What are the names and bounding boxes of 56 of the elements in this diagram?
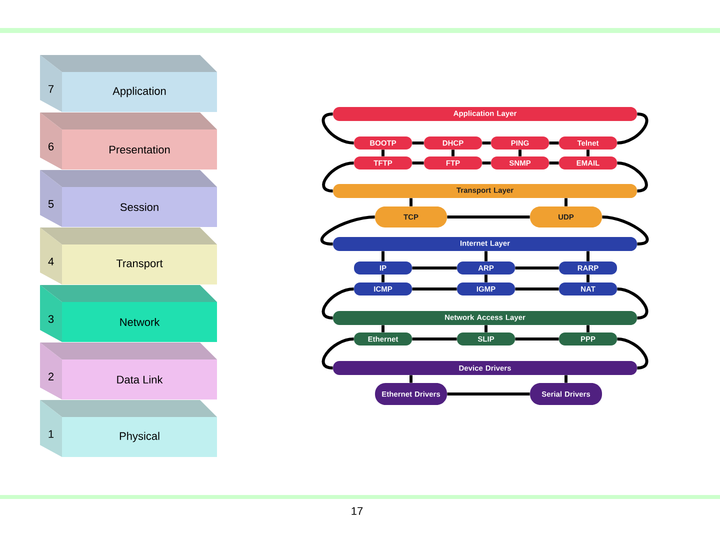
connector-line <box>382 150 384 156</box>
connector-line <box>322 338 354 370</box>
connector-line <box>549 142 559 144</box>
connector-line <box>410 375 412 383</box>
node-label: 5 <box>48 200 54 208</box>
connector-line <box>447 392 530 396</box>
connector-line <box>482 162 491 164</box>
layer-block: 1 Physical <box>40 400 217 457</box>
node-label: 1 <box>48 430 54 438</box>
connector-line <box>617 112 648 144</box>
connector-line <box>586 325 590 332</box>
connector-line <box>518 150 522 156</box>
connector-line <box>452 150 454 156</box>
connector-line <box>602 216 649 246</box>
connector-line <box>410 198 412 206</box>
connector-line <box>484 274 488 282</box>
connector-line <box>484 325 488 332</box>
connector-line <box>412 162 424 164</box>
connector-line <box>447 216 530 218</box>
connector-line <box>322 162 354 192</box>
layer-block: 6 Presentation <box>40 112 217 170</box>
connector-line <box>617 162 648 192</box>
connector-line <box>586 274 590 282</box>
connector-line <box>382 274 384 282</box>
node-label: 2 <box>48 372 54 380</box>
connector-line <box>549 162 559 164</box>
node-label: 7 <box>48 85 54 93</box>
connector-line <box>482 142 491 144</box>
connector-line <box>617 338 648 370</box>
connector-line <box>412 266 457 270</box>
layer-block: 2 Data Link <box>40 342 217 400</box>
connector-line <box>382 325 384 332</box>
node-label: 4 <box>48 258 54 266</box>
connector-line <box>617 288 648 320</box>
connector-line <box>564 375 568 383</box>
layer-block: 7 Application <box>40 55 217 112</box>
node-label: 3 <box>48 315 54 323</box>
connector-line <box>322 288 354 320</box>
connector-line <box>586 150 590 156</box>
node-label: 6 <box>48 142 54 150</box>
page-number: 17 <box>352 507 363 515</box>
connector-line <box>515 338 559 340</box>
connector-line <box>412 142 424 144</box>
layer-block: 3 Network <box>40 285 217 342</box>
connector-line <box>322 112 354 144</box>
connector-line <box>412 288 457 290</box>
connector-line <box>484 251 488 262</box>
connector-line <box>515 288 559 290</box>
connector-line <box>382 251 384 262</box>
connector-line <box>586 251 590 262</box>
connector-line <box>564 198 568 206</box>
layer-block: 4 Transport <box>40 228 217 284</box>
connector-line <box>320 216 375 246</box>
layer-block: 5 Session <box>40 170 217 227</box>
connector-line <box>412 338 457 340</box>
connector-line <box>515 266 559 270</box>
